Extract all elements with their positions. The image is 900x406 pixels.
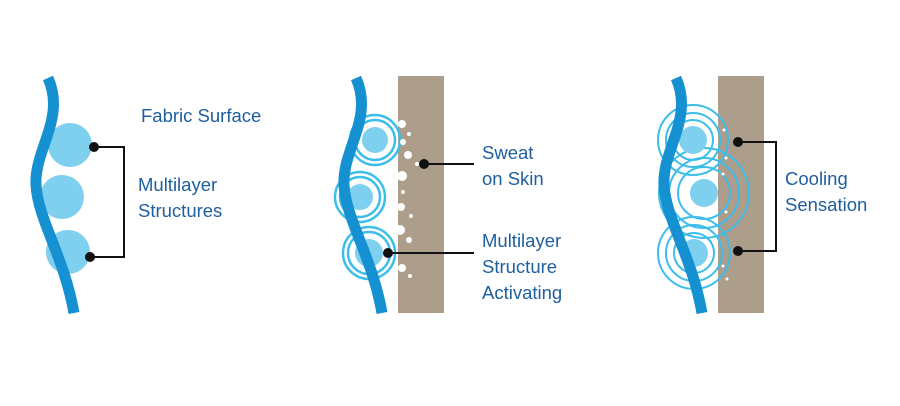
sweat-droplet <box>398 264 406 272</box>
label-line: Multilayer <box>138 174 218 195</box>
sweat-droplet <box>409 214 413 218</box>
sweat-droplet <box>398 120 406 128</box>
sweat-droplets <box>721 128 729 281</box>
sweat-droplet <box>724 156 728 160</box>
fabric-bubble <box>40 175 84 219</box>
structure-core <box>362 127 388 153</box>
label-line: Activating <box>482 282 563 303</box>
sweat-droplet <box>724 210 728 214</box>
sweat-droplet <box>721 264 725 268</box>
fabric-bubble <box>48 123 92 167</box>
label-cooling-sensation: Cooling Sensation <box>785 166 867 218</box>
sweat-droplet <box>722 128 726 132</box>
label-sweat-on-skin: Sweat on Skin <box>482 140 544 192</box>
connector-dot <box>89 142 99 152</box>
label-line: Cooling <box>785 168 848 189</box>
label-line: Sweat <box>482 142 534 163</box>
sweat-droplets <box>395 120 419 278</box>
connector-dot <box>85 252 95 262</box>
label-multilayer-structures: Multilayer Structures <box>138 172 222 224</box>
label-line: Structures <box>138 200 223 221</box>
sweat-droplet <box>415 162 419 166</box>
cooling-ring <box>657 104 729 176</box>
panel-sweat-activating <box>333 75 474 314</box>
label-fabric-surface: Fabric Surface <box>141 105 262 126</box>
sweat-droplet <box>397 171 407 181</box>
sweat-droplet <box>407 132 411 136</box>
connector-dot <box>733 246 743 256</box>
bracket-connector <box>738 141 777 252</box>
skin-layer <box>398 76 444 313</box>
connector-dot <box>383 248 393 258</box>
label-line: Sensation <box>785 194 868 215</box>
fabric-wave <box>338 75 388 314</box>
sweat-droplet <box>400 139 406 145</box>
structure-core <box>679 126 707 154</box>
skin-layer <box>718 76 764 313</box>
sweat-droplet <box>408 274 412 278</box>
label-line: Structure <box>482 256 558 277</box>
cooling-ring <box>665 112 721 168</box>
sweat-droplet <box>721 172 725 176</box>
structure-core <box>690 179 718 207</box>
sweat-droplet <box>404 151 412 159</box>
sweat-droplet <box>406 237 412 243</box>
structure-ring <box>333 170 387 224</box>
label-multilayer-structure-activating: Multilayer Structure Activating <box>482 228 562 306</box>
sweat-droplet <box>397 203 405 211</box>
fabric-wave <box>30 75 80 314</box>
sweat-droplet <box>401 190 405 194</box>
label-line: Multilayer <box>482 230 562 251</box>
connector-dot <box>733 137 743 147</box>
structure-core <box>347 184 373 210</box>
panel-fabric-surface <box>30 75 125 314</box>
sweat-droplet <box>725 277 729 281</box>
sweat-droplet <box>395 225 405 235</box>
label-line: on Skin <box>482 168 544 189</box>
fabric-wave <box>658 75 708 314</box>
connector-dot <box>419 159 429 169</box>
panel-cooling-sensation <box>657 75 777 314</box>
bracket-connector <box>90 146 125 258</box>
